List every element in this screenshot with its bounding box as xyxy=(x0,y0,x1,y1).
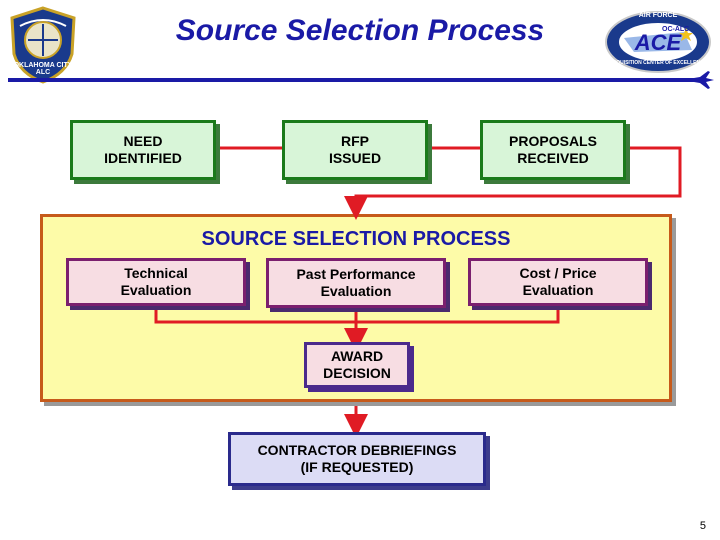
oklahoma-city-alc-logo: OKLAHOMA CITY ALC xyxy=(6,4,80,84)
box-line: (IF REQUESTED) xyxy=(300,459,414,475)
box-line: PROPOSALS xyxy=(509,132,597,149)
box-line: RECEIVED xyxy=(517,150,589,166)
need-identified-box: NEED IDENTIFIED xyxy=(70,120,216,180)
proposals-received-box: PROPOSALS RECEIVED xyxy=(480,120,626,180)
rfp-issued-box: RFP ISSUED xyxy=(282,120,428,180)
page-number: 5 xyxy=(699,520,706,532)
panel-title: SOURCE SELECTION PROCESS xyxy=(201,228,511,250)
right-logo-main-text: ACE xyxy=(634,30,682,55)
contractor-debriefings-box: CONTRACTOR DEBRIEFINGS (IF REQUESTED) xyxy=(228,432,486,486)
right-logo-sub-text: OC-ALC xyxy=(662,26,690,33)
left-logo-text: OKLAHOMA CITY ALC xyxy=(13,62,73,76)
award-decision-box: AWARD DECISION xyxy=(304,342,410,388)
ace-logo: AIR FORCE ACE OC-ALC ACQUISITION CENTER … xyxy=(604,10,712,74)
title-rule xyxy=(8,78,694,82)
box-line: Technical xyxy=(124,264,188,281)
jet-icon xyxy=(682,70,714,90)
right-logo-top-text: AIR FORCE xyxy=(638,12,678,19)
box-line: Evaluation xyxy=(522,282,594,298)
box-line: ISSUED xyxy=(328,150,382,166)
technical-evaluation-box: Technical Evaluation xyxy=(66,258,246,306)
cost-price-evaluation-box: Cost / Price Evaluation xyxy=(468,258,648,306)
box-line: RFP xyxy=(341,132,369,149)
right-logo-ring-text: ACQUISITION CENTER OF EXCELLENCE xyxy=(608,60,708,66)
page-title: Source Selection Process xyxy=(175,14,545,47)
past-performance-evaluation-box: Past Performance Evaluation xyxy=(266,258,446,308)
box-line: AWARD xyxy=(330,347,384,364)
box-line: IDENTIFIED xyxy=(104,150,182,166)
box-line: Cost / Price xyxy=(519,264,597,281)
box-line: Evaluation xyxy=(120,282,192,298)
box-line: CONTRACTOR DEBRIEFINGS xyxy=(257,441,457,458)
box-line: Evaluation xyxy=(320,283,392,299)
box-line: Past Performance xyxy=(296,265,416,282)
box-line: DECISION xyxy=(323,365,391,381)
box-line: NEED xyxy=(123,132,163,149)
